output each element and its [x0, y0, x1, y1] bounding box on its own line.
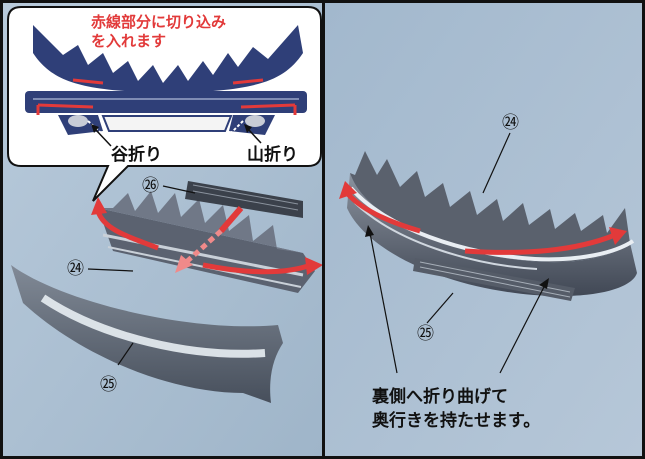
part-number-26: ㉖ [142, 176, 159, 196]
fold-note-line2: 奥行きを持たせます。 [372, 411, 541, 431]
left-photo-panel: 赤線部分に切り込み を入れます 谷折り 山折り ㉖ ㉔ ㉕ [3, 3, 322, 456]
part-number-24: ㉔ [67, 259, 84, 279]
left-photo-art [3, 3, 322, 456]
valley-fold-label: 谷折り [111, 145, 162, 165]
part-number-25: ㉕ [100, 375, 117, 395]
cut-line-left [37, 103, 94, 109]
part-26-grille [185, 181, 303, 218]
callout-instruction-line2: を入れます [91, 32, 167, 50]
right-photo-panel: ㉔ ㉕ 裏側へ折り曲げて 奥行きを持たせます。 [325, 3, 642, 456]
fold-note-line1: 裏側へ折り曲げて [372, 387, 508, 407]
callout-bumper-illustration [33, 25, 303, 93]
right-part-number-24: ㉔ [502, 113, 519, 133]
part-25-lip [11, 265, 283, 403]
right-photo-art [325, 3, 642, 456]
mountain-fold-label: 山折り [247, 145, 298, 165]
cut-line-right [240, 103, 296, 109]
callout-instruction-line1: 赤線部分に切り込み [91, 13, 227, 31]
panel-divider [322, 0, 325, 459]
right-part-number-25: ㉕ [417, 324, 434, 344]
